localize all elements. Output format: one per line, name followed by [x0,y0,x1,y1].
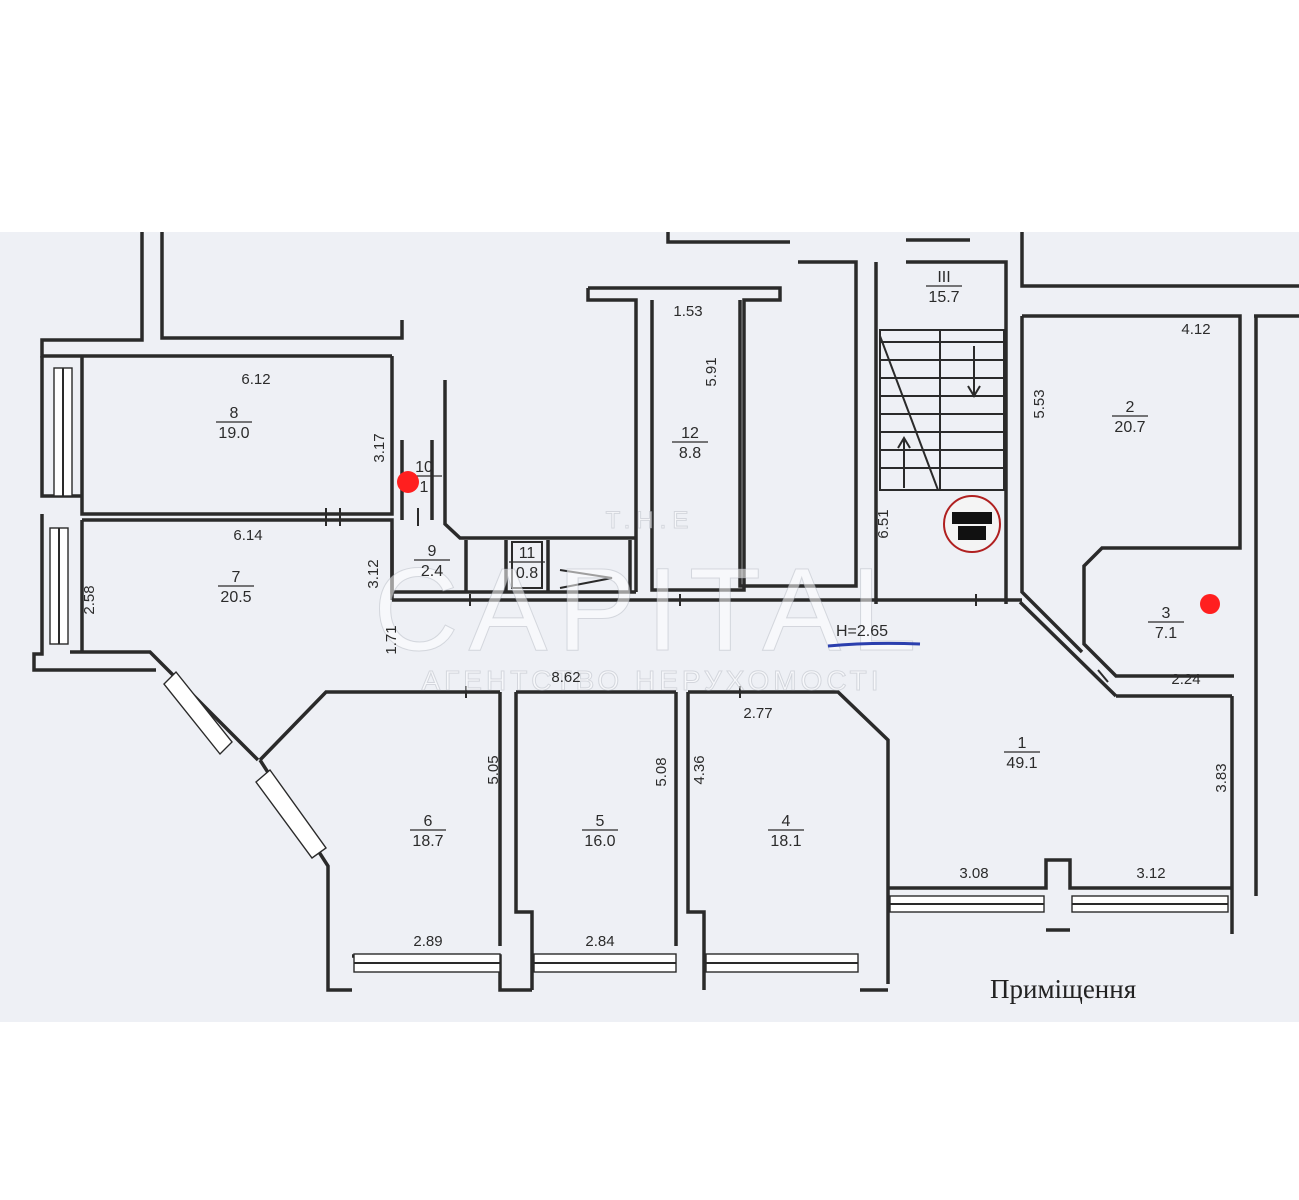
dimension-label: 5.08 [653,757,670,786]
dimension-label: 3.17 [371,433,388,462]
room-area: 20.7 [1114,419,1145,436]
room-area: 1 [420,479,429,496]
dimension-label: 2.58 [81,585,98,614]
dimension-label: 2.89 [413,933,442,950]
room-area: 8.8 [679,445,701,462]
dimension-label: 3.08 [959,865,988,882]
room-area: 7.1 [1155,625,1177,642]
room-label-6: 618.7 [410,813,446,850]
room-area: 15.7 [928,289,959,306]
svg-text:CAPITAL: CAPITAL [373,544,926,676]
dimension-label: 4.12 [1181,321,1210,338]
room-label-2: 220.7 [1112,399,1148,436]
dimension-label: 5.91 [703,357,720,386]
dimension-label: 4.36 [691,755,708,784]
door-marks [325,508,1109,698]
pipe-riser-icon [943,495,1001,553]
dimension-label: 3.12 [365,559,382,588]
room-number: 3 [1162,605,1171,622]
dimension-label: 3.83 [1213,763,1230,792]
room-label-9: 92.4 [414,543,450,580]
room-11-box [511,541,543,589]
room-number: 9 [428,543,437,560]
dimension-label: 6.51 [875,509,892,538]
room-number: 11 [519,545,536,562]
dimension-label: 8.62 [551,669,580,686]
dimension-label: 1.53 [673,303,702,320]
room-area: 20.5 [220,589,251,606]
room-number: 6 [424,813,433,830]
red-dot-marker [1200,594,1220,614]
windows [49,367,1229,973]
room-number: 8 [230,405,239,422]
room-number: 5 [596,813,605,830]
watermark: T.H.E CAPITAL АГЕНТСТВО НЕРУХОМОСТІ [373,507,926,697]
svg-text:T.H.E: T.H.E [606,507,695,534]
room-labels: 149.1220.737.1418.1516.0618.7720.5819.09… [216,269,1184,850]
room-number: III [937,269,950,286]
room-label-4: 418.1 [768,813,804,850]
dimension-label: 6.12 [241,371,270,388]
dimension-label: 2.77 [743,705,772,722]
room-area: 0.8 [516,565,538,582]
ceiling-height-underline [827,641,921,648]
room-area: 16.0 [584,833,615,850]
room-label-III: III 15.7 [926,269,962,306]
room-number: 10 [415,459,433,476]
room-area: 18.7 [412,833,443,850]
room-number: 4 [782,813,791,830]
walls [32,232,1299,992]
plan-caption: Приміщення [990,974,1136,1004]
room-11-door-swing [559,569,613,589]
room-label-3: 37.1 [1148,605,1184,642]
dimension-labels: 6.12 3.17 6.14 3.12 2.58 1.71 8.62 1.53 5.91 6.51… [81,303,1230,950]
dimension-label: 5.53 [1031,389,1048,418]
room-label-7: 720.5 [218,569,254,606]
room-label-11: 110.8 [509,545,545,582]
staircase [879,329,1005,491]
dimension-label: 6.14 [233,527,262,544]
room-label-12: 128.8 [672,425,708,462]
dimension-label: 3.12 [1136,865,1165,882]
svg-text:АГЕНТСТВО НЕРУХОМОСТІ: АГЕНТСТВО НЕРУХОМОСТІ [421,665,882,696]
room-area: 2.4 [421,563,443,580]
room-number: 7 [232,569,241,586]
room-area: 18.1 [770,833,801,850]
room-number: 2 [1126,399,1135,416]
dimension-label: 2.24 [1171,671,1200,688]
dimension-label: 5.05 [485,755,502,784]
red-dot-marker [397,471,419,493]
room-label-1: 149.1 [1004,735,1040,772]
room-area: 19.0 [218,425,249,442]
dimension-label: 1.71 [383,625,400,654]
ceiling-height-label: H=2.65 [836,623,888,640]
dimension-label: 2.84 [585,933,614,950]
room-number: 12 [681,425,699,442]
room-number: 1 [1018,735,1027,752]
room-label-5: 516.0 [582,813,618,850]
room-label-8: 819.0 [216,405,252,442]
room-area: 49.1 [1006,755,1037,772]
